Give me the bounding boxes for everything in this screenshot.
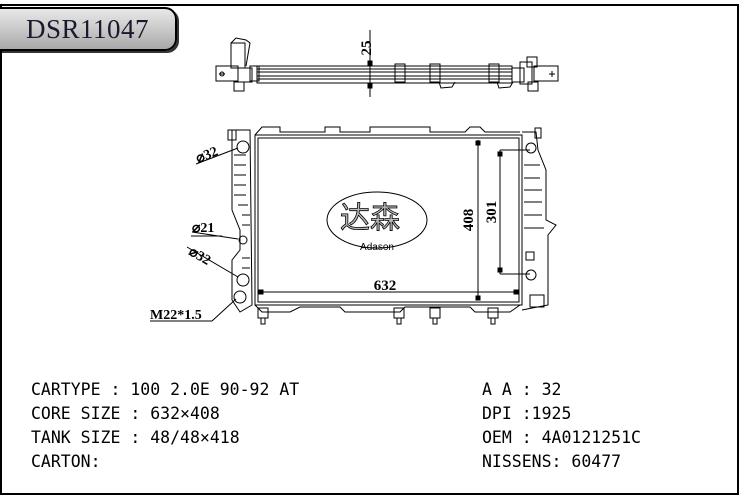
part-number: DSR11047	[25, 13, 150, 44]
drawing-frame	[0, 4, 739, 495]
dim-outlet-diameter: ⌀32	[186, 244, 213, 268]
brand-logo-chinese: 达森	[340, 201, 400, 236]
dim-mount-span: 301	[484, 201, 500, 224]
spec-oem: OEM : 4A0121251C	[482, 428, 641, 447]
spec-tank-size: TANK SIZE : 48/48×418	[31, 428, 240, 447]
spec-nissens: NISSENS: 60477	[482, 452, 622, 471]
dim-drain-thread: M22*1.5	[150, 308, 202, 323]
dim-inlet-diameter: ⌀32	[194, 144, 220, 166]
part-number-tab: DSR11047	[0, 7, 177, 51]
spec-carton: CARTON:	[31, 452, 101, 471]
dim-core-width: 632	[374, 278, 397, 294]
radiator-top-view	[215, 30, 559, 97]
spec-core-size: CORE SIZE : 632×408	[31, 404, 220, 423]
spec-dpi: DPI :1925	[482, 404, 572, 423]
spec-cartype: CARTYPE : 100 2.0E 90-92 AT	[31, 380, 300, 399]
radiator-front-view	[150, 126, 557, 325]
dim-thickness: 25	[359, 41, 375, 56]
spec-aa: A A : 32	[482, 380, 562, 399]
brand-logo-oval	[326, 191, 428, 249]
brand-logo-text: Adason	[360, 242, 394, 253]
dim-core-height: 408	[461, 209, 477, 232]
specs-left: CARTYPE : 100 2.0E 90-92 AT CORE SIZE : …	[31, 378, 299, 474]
dim-port-diameter: ⌀21	[192, 221, 214, 236]
specs-right: A A : 32 DPI :1925 OEM : 4A0121251C NISS…	[482, 378, 641, 474]
